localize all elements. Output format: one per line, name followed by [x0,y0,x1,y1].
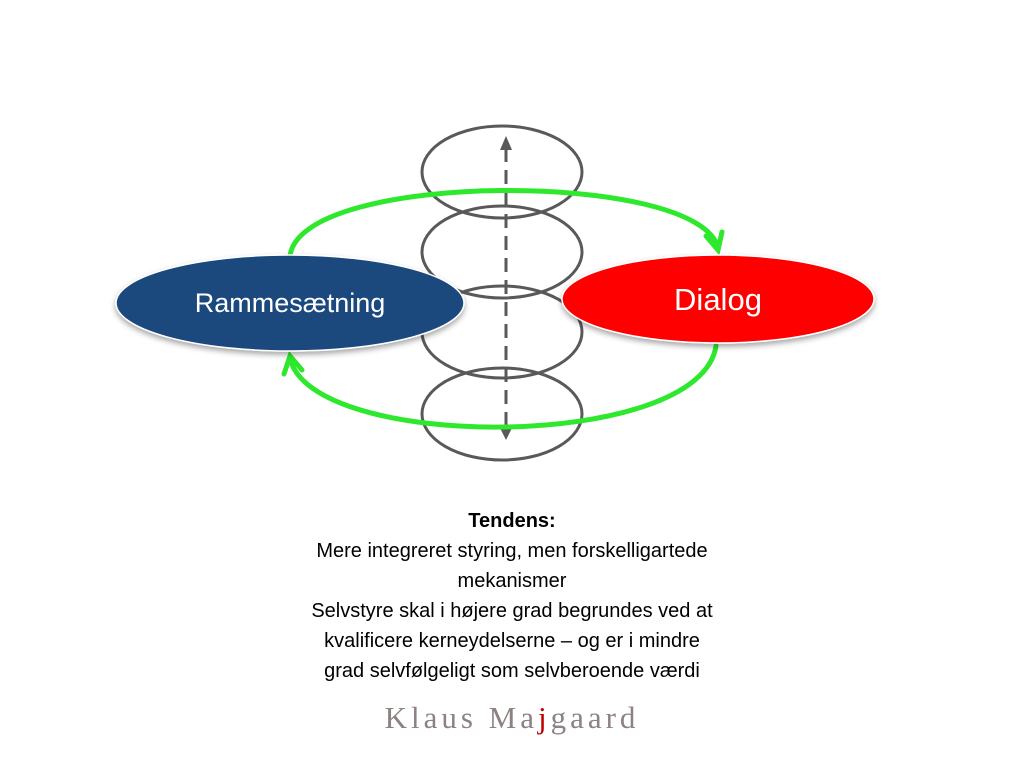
vertical-axis-arrow [500,136,512,440]
caption-line: grad selvfølgeligt som selvberoende værd… [324,660,700,682]
caption-line: Mere integreret styring, men forskelliga… [316,540,708,562]
spiral-ring [420,204,584,300]
caption-line: mekanismer [457,570,567,592]
logo-text-start: Klaus Ma [384,700,538,735]
author-logo: Klaus Majgaard [212,700,812,736]
arrowhead-down-icon [500,428,512,440]
arrowhead-up-icon [500,136,512,150]
spiral-ring [420,124,584,220]
node-rammesaetning: Rammesætning [115,254,465,352]
caption-line: Selvstyre skal i højere grad begrundes v… [311,600,713,622]
cycle-diagram: Rammesætning Dialog [115,124,875,462]
node-ellipse [561,254,875,344]
node-label: Rammesætning [195,288,386,318]
cycle-arrows [281,188,725,430]
node-label: Dialog [674,282,762,317]
caption-line: kvalificere kerneydelserne – og er i min… [324,630,700,652]
caption-title: Tendens: [468,510,556,532]
caption-text: Tendens: Mere integreret styring, men fo… [212,506,812,686]
spiral-ring [420,366,584,462]
node-ellipse [115,254,465,352]
node-dialog: Dialog [561,254,875,344]
top-cycle-arrow [287,188,721,259]
spiral-rings [420,124,584,462]
logo-text-accent: j [537,700,551,735]
bottom-cycle-arrow [287,343,719,430]
top-arrowhead-icon [703,229,725,256]
logo-text-end: gaard [550,700,640,735]
bottom-arrowhead-icon [281,351,305,377]
